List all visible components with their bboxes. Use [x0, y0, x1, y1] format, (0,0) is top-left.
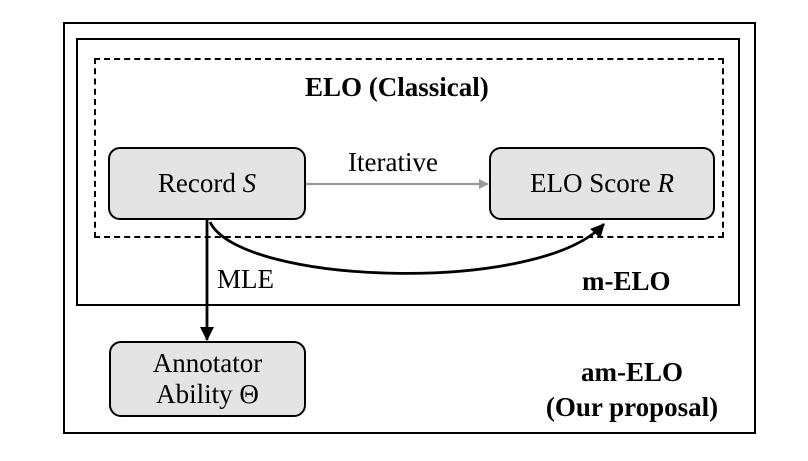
am-elo-frame	[63, 22, 756, 434]
annotator-line2: Ability Θ	[156, 379, 259, 409]
elo-score-label: ELO Score R	[530, 168, 674, 199]
elo-classical-title: ELO (Classical)	[305, 72, 489, 102]
m-elo-title: m-ELO	[582, 266, 671, 296]
elo-score-node: ELO Score R	[489, 147, 715, 220]
am-elo-title: am-ELO (Our proposal)	[532, 355, 732, 424]
elo-score-variable: R	[657, 168, 674, 199]
mle-label: MLE	[217, 264, 274, 294]
record-label: Record S	[157, 168, 257, 199]
am-elo-title-line1: am-ELO	[580, 357, 683, 387]
am-elo-title-line2: (Our proposal)	[545, 391, 719, 422]
iterative-label: Iterative	[348, 147, 438, 177]
m-elo-frame	[76, 38, 740, 306]
annotator-line1: Annotator	[152, 347, 263, 378]
annotator-ability-node: Annotator Ability Θ	[109, 341, 306, 417]
record-node: Record S	[108, 147, 306, 220]
record-variable: S	[242, 168, 257, 199]
